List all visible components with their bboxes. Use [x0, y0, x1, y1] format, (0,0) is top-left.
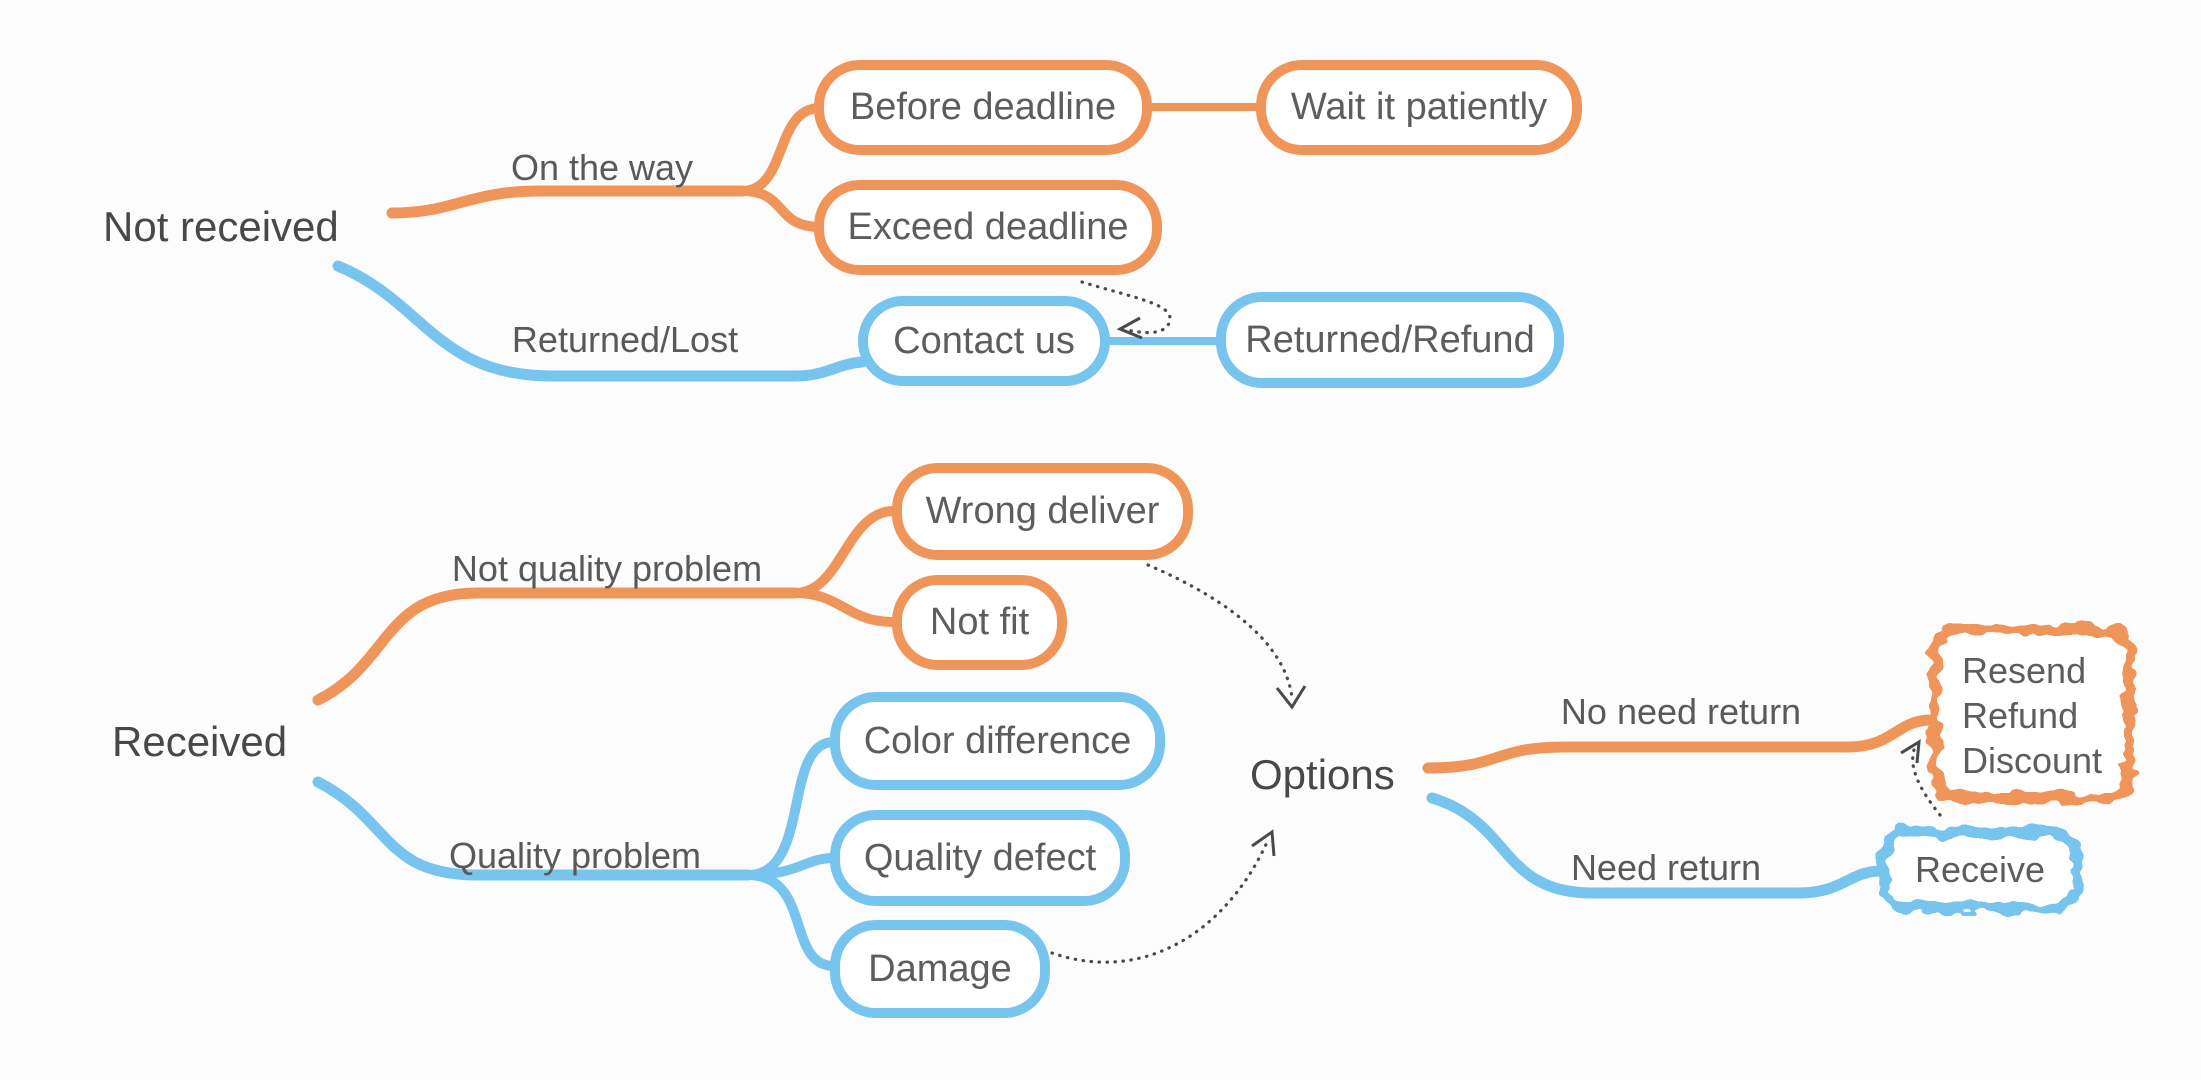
node-wrong-deliver[interactable]: Wrong deliver	[892, 463, 1193, 560]
node-returned-refund[interactable]: Returned/Refund	[1216, 292, 1564, 388]
crosslink-wrongdeliver-to-options	[1146, 563, 1307, 710]
node-receive-text[interactable]: Receive	[1914, 849, 2046, 890]
crosslink-damage-to-options	[1050, 829, 1276, 964]
label-on-the-way[interactable]: On the way	[510, 147, 694, 188]
crosslink-exceed-to-contact	[1080, 280, 1172, 340]
node-contact-us[interactable]: Contact us	[858, 296, 1110, 386]
root-not-received[interactable]: Not received	[103, 203, 339, 250]
branch-need-return	[1426, 792, 1884, 899]
root-received[interactable]: Received	[112, 718, 288, 765]
node-receive-cloud[interactable]	[1878, 826, 2082, 914]
node-wait-it-patiently[interactable]: Wait it patiently	[1256, 60, 1582, 155]
node-resend-refund-discount-cloud[interactable]	[1929, 624, 2135, 804]
label-need-return[interactable]: Need return	[1570, 847, 1762, 888]
node-resend-refund-discount-text[interactable]: Resend Refund Discount	[1962, 648, 2102, 783]
node-not-fit[interactable]: Not fit	[892, 575, 1067, 670]
label-quality-problem[interactable]: Quality problem	[448, 835, 702, 876]
label-returned-lost[interactable]: Returned/Lost	[511, 319, 739, 360]
branch-no-need-return	[1422, 714, 1934, 774]
root-options[interactable]: Options	[1250, 751, 1395, 798]
refund-line: Refund	[1962, 695, 2079, 736]
resend-line: Resend	[1962, 650, 2087, 691]
node-damage[interactable]: Damage	[830, 920, 1050, 1018]
crosslink-receive-to-resend	[1900, 739, 1942, 817]
label-no-need-return[interactable]: No need return	[1560, 691, 1802, 732]
branch-not-quality-problem	[312, 506, 899, 706]
branch-on-the-way	[386, 103, 1264, 232]
discount-line: Discount	[1962, 740, 2103, 781]
node-exceed-deadline[interactable]: Exceed deadline	[814, 180, 1162, 275]
node-color-difference[interactable]: Color difference	[830, 692, 1165, 790]
node-quality-defect[interactable]: Quality defect	[830, 810, 1130, 906]
node-before-deadline[interactable]: Before deadline	[814, 60, 1152, 155]
branch-quality-problem	[312, 737, 839, 971]
label-not-quality-problem[interactable]: Not quality problem	[451, 548, 763, 589]
branch-returned-lost	[332, 260, 1224, 382]
